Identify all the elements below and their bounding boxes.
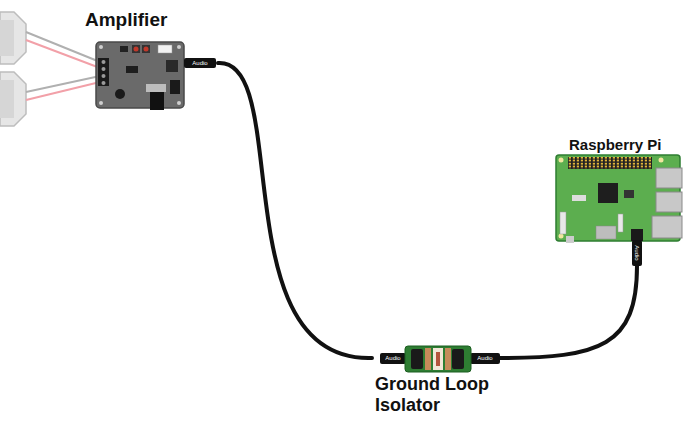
raspberry-pi-board — [556, 155, 682, 243]
speaker — [0, 72, 26, 126]
node-heading: Amplifier — [85, 8, 205, 32]
audio-plug — [632, 240, 642, 266]
isolator-body — [380, 346, 500, 372]
raspberry-pi: Raspberry Pi — [556, 134, 683, 267]
plug-label: Audio — [633, 240, 641, 266]
amplifier-board — [96, 42, 184, 110]
plug-label: Audio — [472, 354, 498, 362]
speaker — [0, 12, 26, 64]
audio-cable — [218, 63, 372, 358]
node-heading: Raspberry Pi — [569, 136, 681, 154]
plug-label: Audio — [186, 59, 214, 67]
node-heading: Ground Loop Isolator — [375, 374, 505, 416]
plug-label: Audio — [381, 354, 405, 362]
audio-plug — [184, 58, 216, 68]
speaker-wire — [26, 32, 100, 100]
audio-cable — [500, 266, 637, 358]
amplifier: Amplifier — [82, 5, 218, 110]
